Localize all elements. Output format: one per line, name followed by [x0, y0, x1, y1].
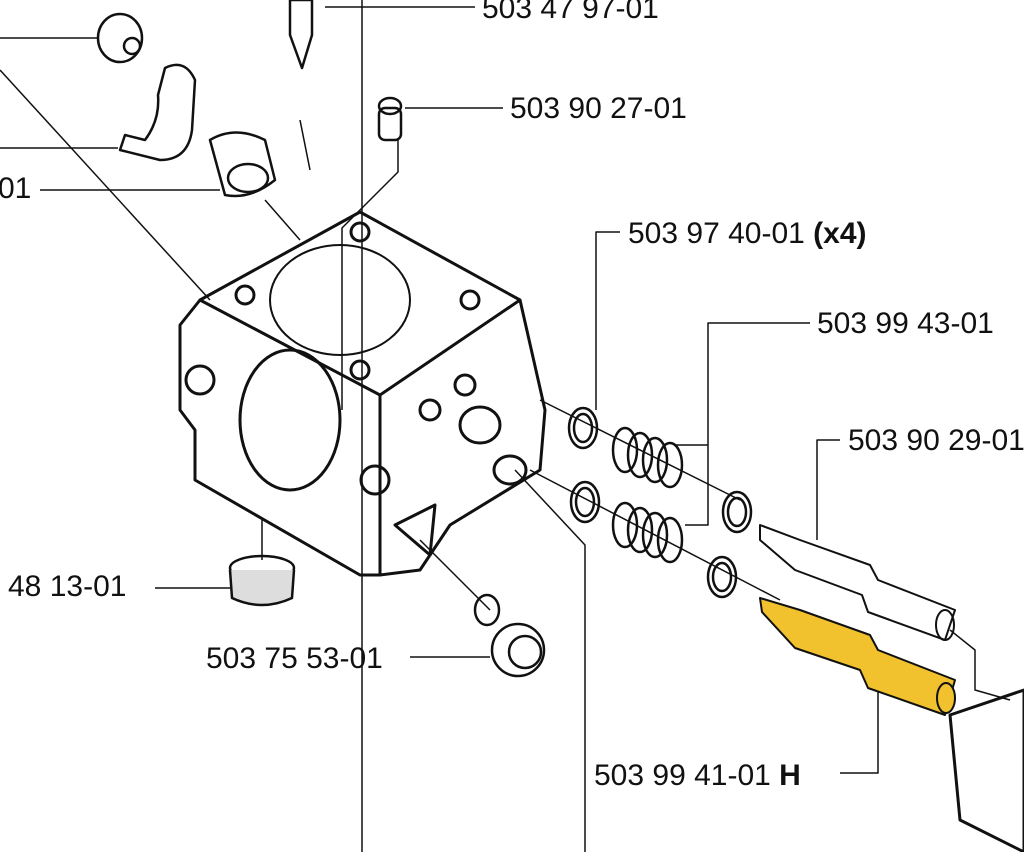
mounting-screw	[473, 593, 546, 678]
lever-bracket	[118, 63, 197, 162]
top-screw	[96, 12, 144, 64]
washer-part-number: 503 97 40-01	[628, 217, 805, 250]
washer-quantity: (x4)	[813, 217, 867, 250]
label-mounting-screw: 503 75 53-01	[206, 642, 383, 675]
h-needle-part-number: 503 99 41-01	[594, 759, 771, 792]
label-bushing: 01	[0, 172, 32, 205]
label-filter-screen: 48 13-01	[8, 570, 127, 603]
filter-screen	[228, 554, 296, 607]
carburetor-body	[178, 210, 547, 577]
l-needle	[759, 524, 956, 641]
h-needle	[759, 597, 956, 716]
h-marker: H	[779, 759, 801, 792]
bushing	[208, 131, 277, 198]
label-spring: 503 99 43-01	[817, 307, 994, 340]
needle-valve	[288, 0, 314, 70]
label-l-needle: 503 90 29-01	[848, 424, 1024, 457]
label-washer: 503 97 40-01 (x4)	[628, 219, 867, 249]
label-jet: 503 90 27-01	[510, 92, 687, 125]
washers	[567, 406, 753, 599]
label-needle-valve: 503 47 97-01	[482, 0, 659, 25]
jet	[377, 96, 403, 142]
label-h-needle: 503 99 41-01 H	[594, 761, 801, 791]
springs	[611, 426, 684, 564]
adjacent-housing	[948, 688, 1024, 852]
